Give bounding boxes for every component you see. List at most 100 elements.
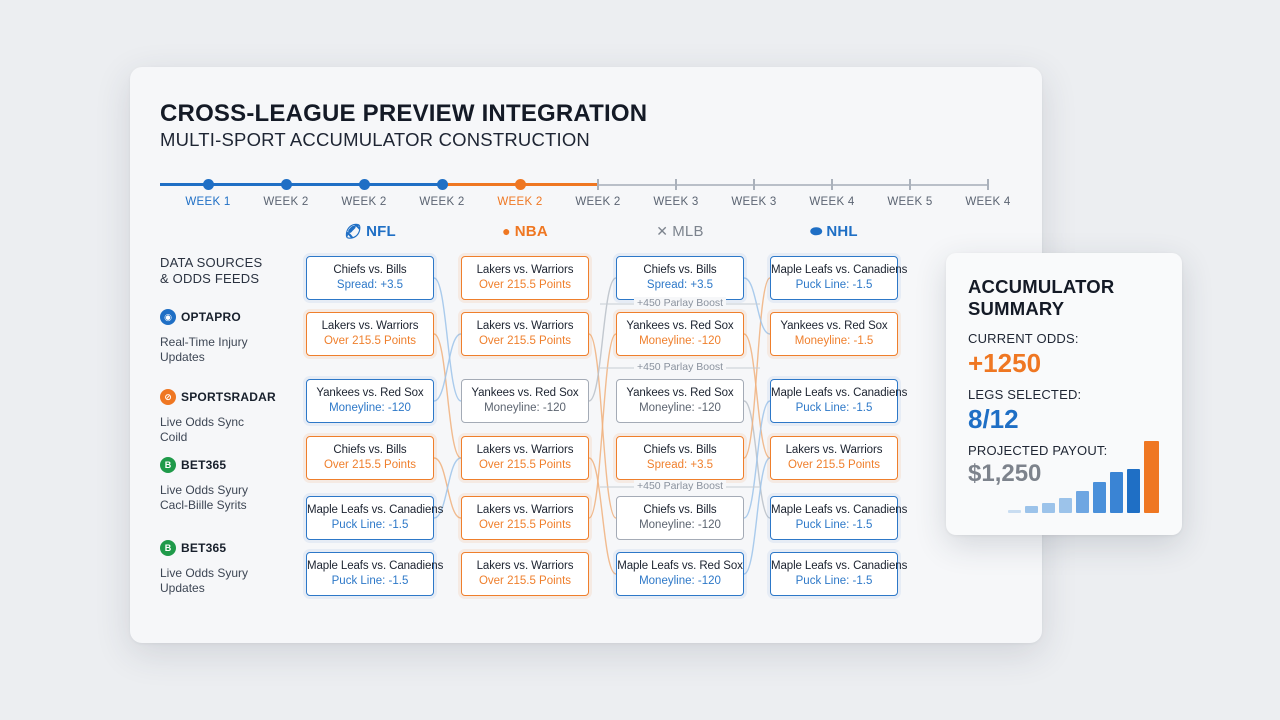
- timeline-tick[interactable]: [909, 179, 911, 190]
- bet365-logo-icon: B: [160, 457, 176, 473]
- payout-trend-bars: [1008, 439, 1208, 513]
- timeline-week-label[interactable]: WEEK 2: [341, 196, 387, 208]
- preview-panel: CROSS-LEAGUE PREVIEW INTEGRATION MULTI-S…: [130, 67, 1042, 643]
- timeline-week-label[interactable]: WEEK 2: [263, 196, 309, 208]
- bet-line: Puck Line: -1.5: [795, 279, 873, 291]
- current-odds-label: CURRENT ODDS:: [968, 331, 1079, 346]
- payout-bar: [1042, 503, 1055, 513]
- timeline-week-label[interactable]: WEEK 4: [809, 196, 855, 208]
- payout-bar: [1059, 498, 1072, 513]
- timeline-node[interactable]: [358, 179, 370, 190]
- bet-line: Moneyline: -120: [484, 402, 566, 414]
- bet-line: Puck Line: -1.5: [795, 402, 873, 414]
- game-matchup: Maple Leafs vs. Canadiens: [771, 504, 908, 516]
- legs-selected-label: LEGS SELECTED:: [968, 387, 1082, 402]
- game-matchup: Chiefs vs. Bills: [643, 264, 717, 276]
- connector-line: [588, 333, 617, 519]
- week-timeline[interactable]: WEEK 1 WEEK 2 WEEK 2 WEEK 2 WEEK 2 WEEK 2 WEEK…: [160, 177, 1010, 217]
- timeline-week-label[interactable]: WEEK 4: [965, 196, 1011, 208]
- optapro-logo-icon: ◉: [160, 309, 176, 325]
- bet-line: Over 215.5 Points: [787, 459, 881, 471]
- connector-line: [743, 277, 771, 335]
- timeline-tick[interactable]: [675, 179, 677, 190]
- timeline-node-current[interactable]: [514, 179, 526, 190]
- bet-line: Over 215.5 Points: [323, 459, 417, 471]
- bet-line: Spread: +3.5: [336, 279, 404, 291]
- page-subtitle: MULTI-SPORT ACCUMULATOR CONSTRUCTION: [160, 129, 590, 150]
- legs-selected-value: 8/12: [968, 404, 1019, 434]
- timeline-week-label[interactable]: WEEK 3: [731, 196, 777, 208]
- game-matchup: Yankees vs. Red Sox: [626, 320, 734, 332]
- league-header-nhl[interactable]: ⬬NHL: [810, 223, 858, 240]
- connector-line: [433, 333, 462, 402]
- bet-line: Puck Line: -1.5: [795, 519, 873, 531]
- source-name: OPTAPRO: [181, 310, 241, 324]
- timeline-node[interactable]: [436, 179, 448, 190]
- league-header-mlb[interactable]: ✕MLB: [656, 223, 704, 240]
- timeline-tick[interactable]: [597, 179, 599, 190]
- timeline-week-label[interactable]: WEEK 1: [185, 196, 231, 208]
- timeline-week-label[interactable]: WEEK 2: [575, 196, 621, 208]
- source-name: BET365: [181, 458, 227, 472]
- connector-line: [433, 333, 462, 459]
- game-matchup: Maple Leafs vs. Canadiens: [771, 387, 908, 399]
- timeline-week-label[interactable]: WEEK 2: [419, 196, 465, 208]
- league-header-nfl[interactable]: 🏈︎NFL: [344, 223, 396, 240]
- football-icon: 🏈︎: [344, 223, 363, 239]
- game-matchup: Maple Leafs vs. Canadiens: [307, 560, 444, 572]
- bet-line: Spread: +3.5: [646, 459, 714, 471]
- sportsradar-logo-icon: ⊘: [160, 389, 176, 405]
- timeline-node[interactable]: [202, 179, 214, 190]
- bet-line: Puck Line: -1.5: [331, 575, 409, 587]
- data-sources-panel: DATA SOURCES & ODDS FEEDS ◉ OPTAPRO Real…: [160, 255, 290, 595]
- game-matchup: Lakers vs. Warriors: [476, 444, 574, 456]
- payout-bar: [1127, 468, 1140, 513]
- timeline-tick[interactable]: [831, 179, 833, 190]
- sources-title-line2: & ODDS FEEDS: [160, 271, 260, 286]
- bet-line: Moneyline: -1.5: [794, 335, 874, 347]
- game-matchup: Chiefs vs. Bills: [643, 444, 717, 456]
- game-matchup: Maple Leafs vs. Canadiens: [771, 264, 908, 276]
- timeline-week-label[interactable]: WEEK 5: [887, 196, 933, 208]
- league-header-nba[interactable]: ●NBA: [502, 223, 548, 240]
- payout-bar: [1025, 505, 1038, 513]
- game-matchup: Lakers vs. Warriors: [785, 444, 883, 456]
- game-matchup: Lakers vs. Warriors: [321, 320, 419, 332]
- timeline-tick[interactable]: [987, 179, 989, 190]
- timeline-tick[interactable]: [753, 179, 755, 190]
- bet-line: Over 215.5 Points: [478, 459, 572, 471]
- timeline-week-label[interactable]: WEEK 3: [653, 196, 699, 208]
- timeline-week-label[interactable]: WEEK 2: [497, 196, 543, 208]
- timeline-node[interactable]: [280, 179, 292, 190]
- crossed-bats-icon: ✕: [656, 223, 669, 239]
